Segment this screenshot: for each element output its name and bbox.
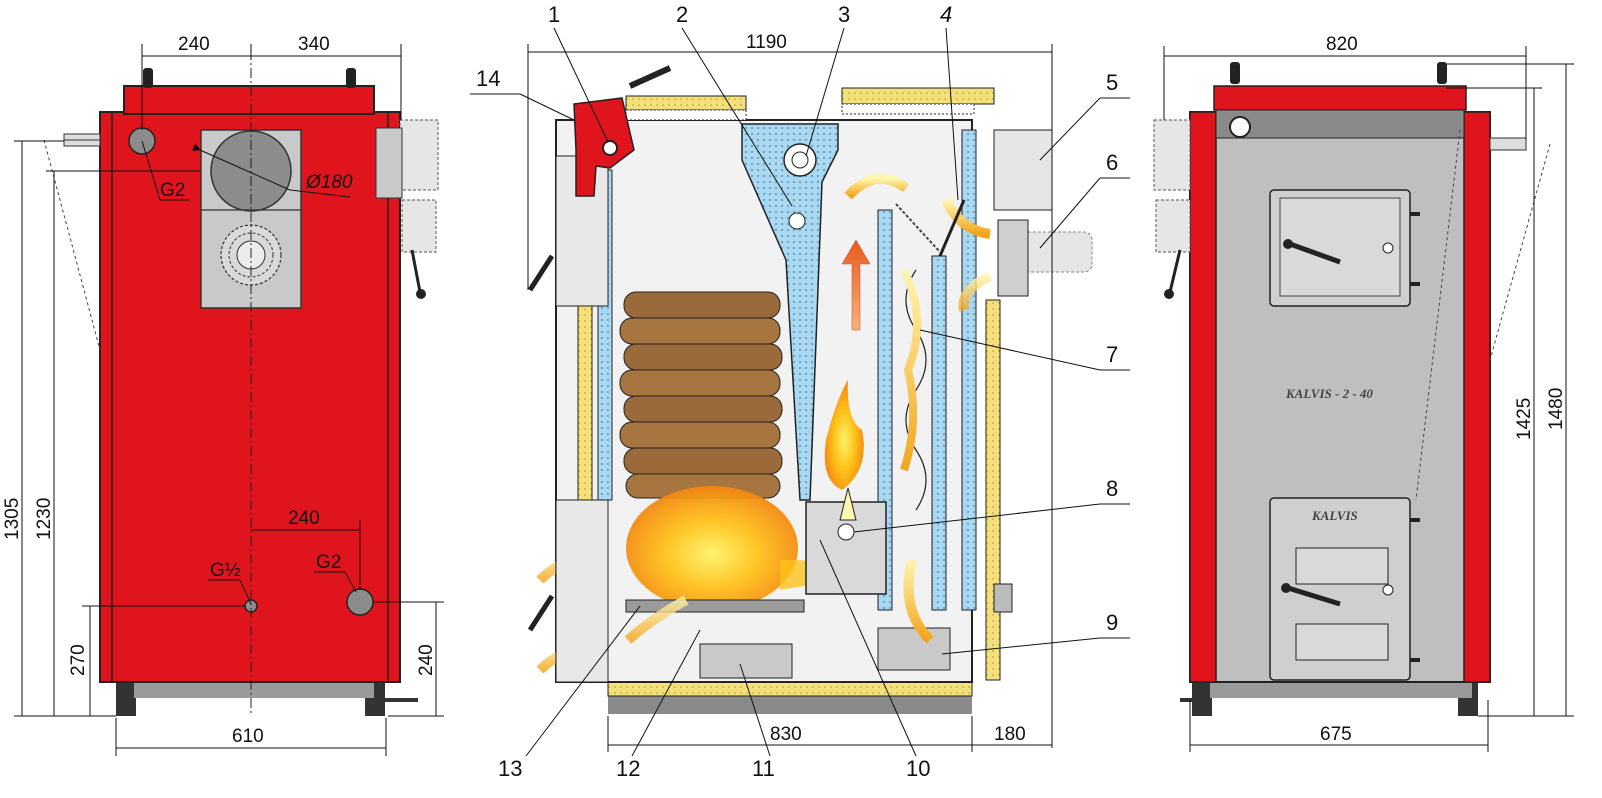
label-g2-bottom: G2 [316,552,341,573]
dim-830: 830 [770,724,802,745]
callout-3: 3 [838,2,850,27]
hot-gas-arrow [841,239,871,331]
knob-icon [346,68,356,88]
dim-270: 270 [68,644,89,676]
knob-icon [143,68,153,88]
callout-4: 4 [940,2,952,27]
thermometer-icon [1229,116,1251,138]
grate [625,599,805,613]
dim-340-top: 340 [298,34,330,55]
callout-2: 2 [676,2,688,27]
coil-icon [783,143,817,177]
callout-13: 13 [498,756,522,781]
callout-11: 11 [752,756,775,781]
pipe-inlet-icon [346,588,374,616]
heat-exchanger-funnel [741,123,839,501]
label-g-half: G½ [210,560,241,581]
front-dimensions: 820 675 1425 1480 [1163,34,1574,752]
dim-1480: 1480 [1546,388,1567,430]
dim-240-top: 240 [178,34,210,55]
callout-5: 5 [1106,70,1118,95]
dim-610: 610 [232,726,264,747]
dim-1190: 1190 [746,32,787,53]
section-base [608,694,972,714]
foot-left [116,680,136,716]
callout-10: 10 [906,756,930,781]
dim-240-mid: 240 [288,508,320,529]
rear-view [43,50,439,716]
label-g2-top: G2 [160,180,185,201]
flue-collar [993,129,1053,211]
section-dimensions: 1190 830 180 [527,32,1053,752]
callout-14: 14 [476,66,500,91]
dim-675: 675 [1320,724,1352,745]
label-flue: Ø180 [305,172,353,193]
dim-1425: 1425 [1514,398,1535,440]
callout-1: 1 [548,2,560,27]
rear-dimensions: 240 340 1305 1230 270 240 610 240 G2 Ø18… [2,34,444,756]
door-brand: KALVIS [1311,508,1358,523]
panel-brand: KALVIS - 2 - 40 [1285,386,1373,401]
ash-pan [699,643,793,679]
secondary-flame [824,380,864,490]
water-plate-2 [931,255,947,611]
rear-top-lid [123,85,375,115]
section-callouts: 1 2 3 4 5 6 7 8 9 10 11 12 13 14 [470,2,1130,781]
front-view: KALVIS - 2 - 40 KALVIS [1153,62,1551,716]
lower-door-section [555,499,609,683]
combustion-fire [626,486,798,610]
gas-flow-arrow [844,173,909,200]
section-view [527,65,1093,714]
callout-8: 8 [1106,476,1118,501]
callout-12: 12 [616,756,640,781]
callout-6: 6 [1106,150,1118,175]
dim-820: 820 [1326,34,1358,55]
dim-1305: 1305 [2,498,23,540]
base-plate [134,680,374,698]
callout-7: 7 [1106,342,1118,367]
wood-logs [619,291,783,499]
dim-1230: 1230 [34,498,55,540]
dim-180: 180 [994,724,1026,745]
ash-box [877,627,951,671]
water-jacket-right [961,129,977,611]
dim-240-right: 240 [416,644,437,676]
callout-9: 9 [1106,610,1118,635]
